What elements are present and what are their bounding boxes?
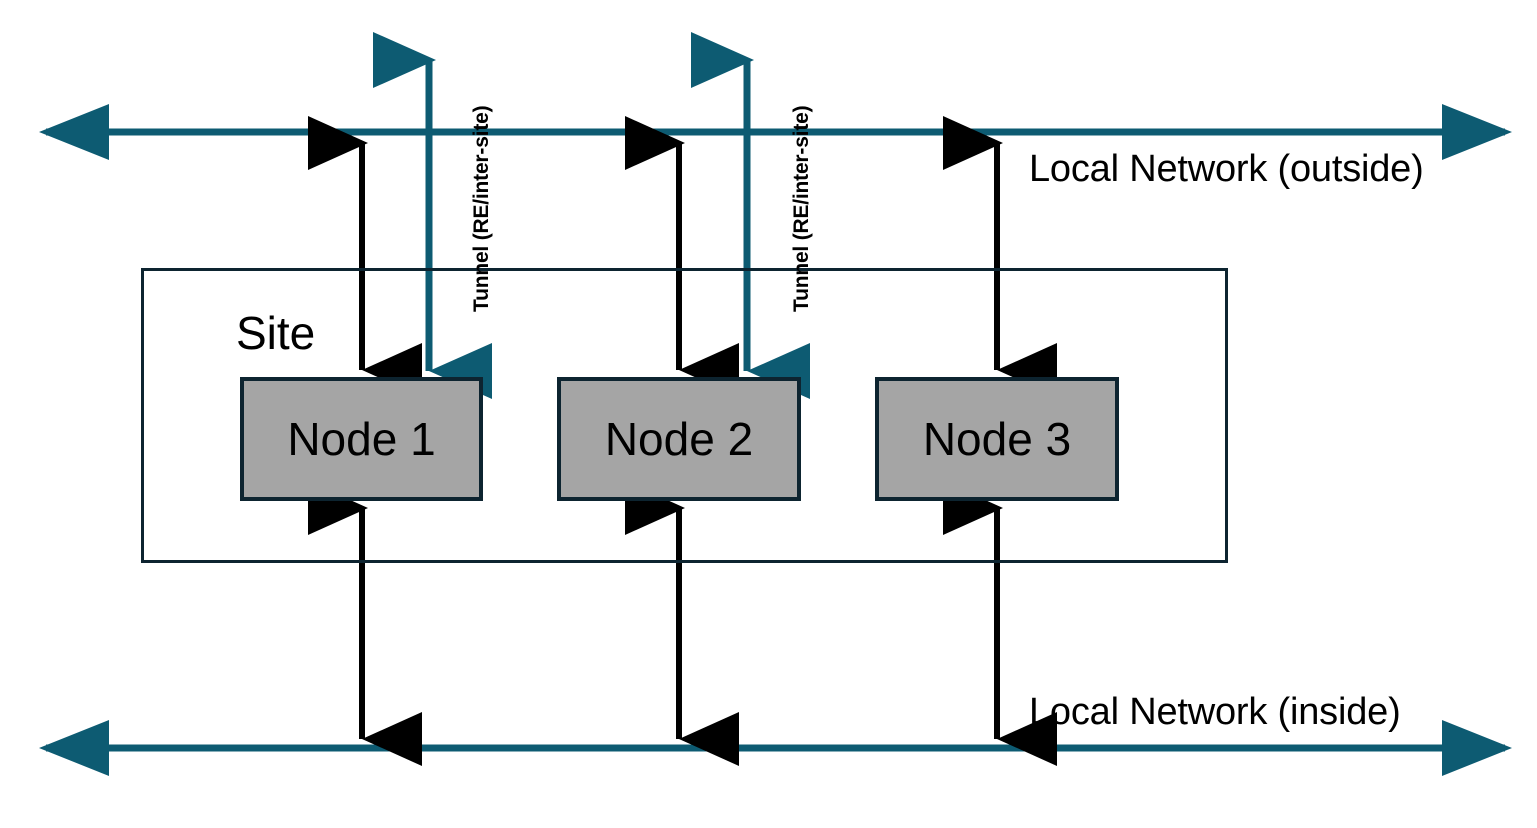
node-label-1: Node 1	[287, 413, 436, 465]
tunnel-label-2: Tunnel (RE/inter-site)	[790, 105, 813, 312]
node-label-3: Node 3	[922, 413, 1072, 465]
network-label-outside: Local Network (outside)	[1029, 148, 1424, 190]
node-box-2[interactable]: Node 2	[557, 377, 801, 501]
node-box-1[interactable]: Node 1	[240, 377, 483, 501]
network-label-inside: Local Network (inside)	[1029, 691, 1401, 733]
node-box-3[interactable]: Node 3	[875, 377, 1119, 501]
node-label-2: Node 2	[604, 413, 754, 465]
site-container	[141, 268, 1228, 563]
tunnel-label-1: Tunnel (RE/inter-site)	[470, 105, 493, 312]
site-label: Site	[236, 307, 316, 359]
